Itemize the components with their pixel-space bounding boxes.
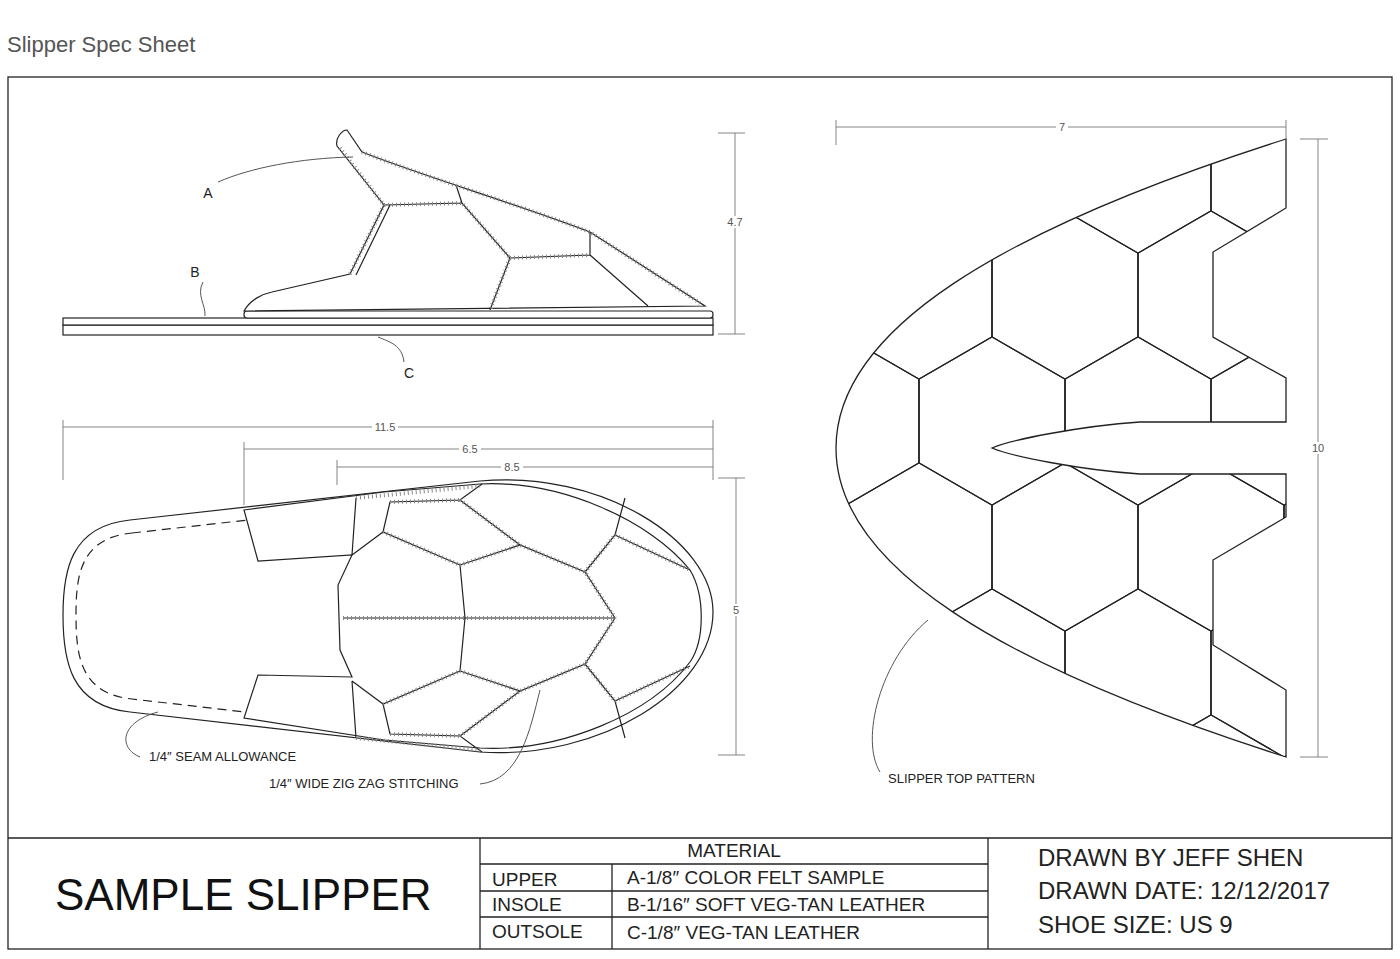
dimension-value: 7 <box>1056 121 1068 134</box>
drawing-info: SHOE SIZE: US 9 <box>1038 911 1233 939</box>
hex-panel <box>1065 337 1210 505</box>
dimension-value: 4.7 <box>724 216 745 229</box>
hex-panel <box>627 337 772 505</box>
sheet-title: Slipper Spec Sheet <box>7 32 195 57</box>
table-cell: INSOLE <box>492 894 562 916</box>
note-text: 1/4″ WIDE ZIG ZAG STITCHING <box>266 777 462 792</box>
hex-panel <box>773 337 918 505</box>
table-cell: C-1/8″ VEG-TAN LEATHER <box>627 922 860 944</box>
hex-panel <box>1211 589 1356 757</box>
hex-panel <box>1138 0 1283 127</box>
hex-panel <box>773 85 918 253</box>
table-cell: UPPER <box>492 869 557 891</box>
hex-panel <box>992 211 1137 379</box>
hex-panel <box>1065 85 1210 253</box>
table-header: MATERIAL <box>687 840 781 862</box>
hex-panel <box>1211 337 1356 505</box>
hex-panel <box>1357 841 1400 959</box>
sheet-name: SAMPLE SLIPPER <box>55 870 432 921</box>
hex-panel <box>1284 463 1400 631</box>
callout-letter: A <box>200 185 215 201</box>
hex-panel <box>992 463 1137 631</box>
dimension-value: 5 <box>730 604 742 617</box>
side-view <box>63 130 713 335</box>
dimension-value: 10 <box>1309 442 1327 455</box>
dimension-value: 8.5 <box>501 461 522 474</box>
hex-panel <box>919 85 1064 253</box>
hex-panel <box>773 589 918 757</box>
hex-panel <box>1211 85 1356 253</box>
hex-panel <box>919 337 1064 505</box>
hex-panel <box>846 463 991 631</box>
hex-panel <box>1138 463 1283 631</box>
table-cell: B-1/16″ SOFT VEG-TAN LEATHER <box>627 894 925 916</box>
hex-panel <box>846 0 991 127</box>
drawing-info: DRAWN BY JEFF SHEN <box>1038 844 1303 872</box>
dimension-value: 6.5 <box>459 443 480 456</box>
hex-panel <box>1284 0 1400 127</box>
hex-panel <box>992 0 1137 127</box>
hex-panel <box>627 589 772 757</box>
note-text: SLIPPER TOP PATTERN <box>885 772 1038 787</box>
leader-lines <box>126 157 928 784</box>
hex-panel <box>1357 337 1400 505</box>
hex-panel <box>919 589 1064 757</box>
hex-panel <box>700 0 845 127</box>
hex-panel <box>1284 211 1400 379</box>
hex-panel <box>846 715 991 883</box>
dimension-lines <box>63 120 1328 757</box>
callout-letter: C <box>401 365 417 381</box>
hex-panel <box>700 211 845 379</box>
dimension-value: 11.5 <box>372 421 399 434</box>
hex-panel <box>846 211 991 379</box>
hex-panel <box>1357 85 1400 253</box>
pattern-view <box>627 0 1400 959</box>
table-cell: OUTSOLE <box>492 921 583 943</box>
hex-panel <box>1065 589 1210 757</box>
hex-panel <box>1138 211 1283 379</box>
top-view <box>63 480 713 753</box>
note-text: 1/4″ SEAM ALLOWANCE <box>146 750 299 765</box>
table-cell: A-1/8″ COLOR FELT SAMPLE <box>627 867 884 889</box>
hex-panel <box>1357 589 1400 757</box>
hex-panel <box>627 85 772 253</box>
drawing-info: DRAWN DATE: 12/12/2017 <box>1038 877 1330 905</box>
hex-panel <box>700 463 845 631</box>
callout-letter: B <box>187 264 202 280</box>
frame <box>8 77 1392 949</box>
